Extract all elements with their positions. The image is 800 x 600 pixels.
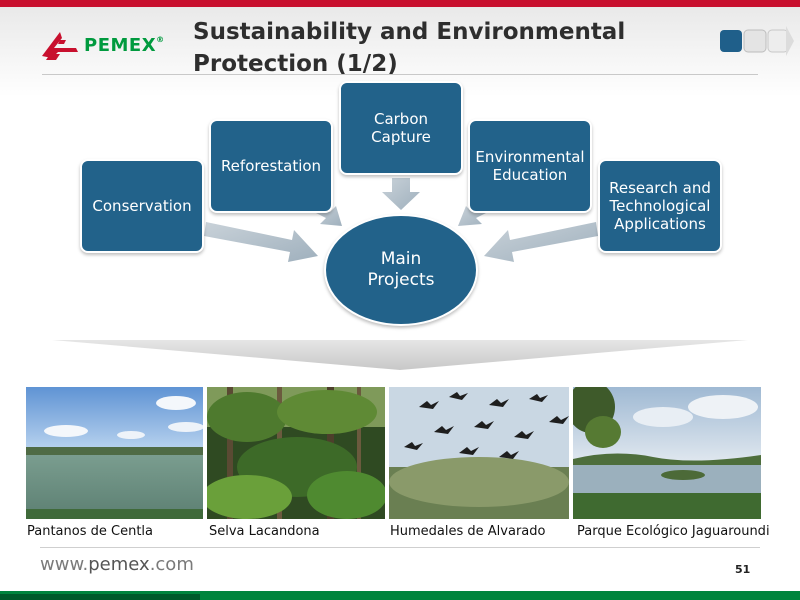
- box-label: Carbon Capture: [371, 110, 431, 146]
- photo-selva-lacandona: [207, 387, 385, 519]
- page-title: Sustainability and Environmental Protect…: [193, 16, 673, 80]
- logo-text: PEMEX: [84, 35, 157, 56]
- photo-parque-ecologico-jaguaroundi: [573, 387, 761, 519]
- diagram-arrows: [52, 178, 748, 370]
- arrow-carbon: [382, 178, 420, 210]
- url-brand: pemex: [88, 554, 150, 575]
- title-line-2: Protection (1/2): [193, 51, 398, 77]
- caption-parque-ecologico-jaguaroundi: Parque Ecológico Jaguaroundi: [577, 524, 770, 539]
- caption-selva-lacandona: Selva Lacandona: [209, 524, 320, 539]
- box-research: Research and Technological Applications: [598, 159, 722, 253]
- box-conservation: Conservation: [80, 159, 204, 253]
- box-carbon-capture: Carbon Capture: [339, 81, 463, 175]
- bottom-accent-bar-dark: [0, 594, 200, 600]
- pemex-wordmark: PEMEX®: [84, 35, 165, 56]
- arrow-research: [484, 222, 598, 262]
- hub-label: Main Projects: [367, 249, 435, 290]
- page-number: 51: [735, 563, 751, 576]
- title-line-1: Sustainability and Environmental: [193, 19, 626, 45]
- box-label: Reforestation: [220, 157, 322, 175]
- hub-main-projects: Main Projects: [324, 214, 478, 326]
- box-label: Environmental Education: [475, 148, 585, 184]
- url-suffix: .com: [149, 554, 194, 575]
- title-divider: [42, 74, 758, 75]
- pemex-logo: PEMEX®: [40, 26, 180, 66]
- footer-divider: [40, 547, 760, 548]
- slide-nav-icon: [720, 26, 794, 56]
- url-prefix: www.: [40, 554, 89, 575]
- box-label: Conservation: [92, 197, 192, 215]
- arrow-conservation: [204, 222, 318, 262]
- bottom-accent-bar: [0, 591, 800, 600]
- photo-pantanos-de-centla: [26, 387, 203, 519]
- registered-mark: ®: [156, 35, 165, 44]
- footer-website-link[interactable]: www.pemex.com: [40, 554, 194, 575]
- caption-humedales-de-alvarado: Humedales de Alvarado: [390, 524, 546, 539]
- caption-pantanos-de-centla: Pantanos de Centla: [27, 524, 153, 539]
- box-environmental-education: Environmental Education: [468, 119, 592, 213]
- box-reforestation: Reforestation: [209, 119, 333, 213]
- top-accent-bar: [0, 0, 800, 7]
- down-chevron: [52, 340, 748, 370]
- box-label: Research and Technological Applications: [609, 179, 711, 233]
- photo-humedales-de-alvarado: [389, 387, 569, 519]
- pemex-eagle-icon: [42, 32, 78, 60]
